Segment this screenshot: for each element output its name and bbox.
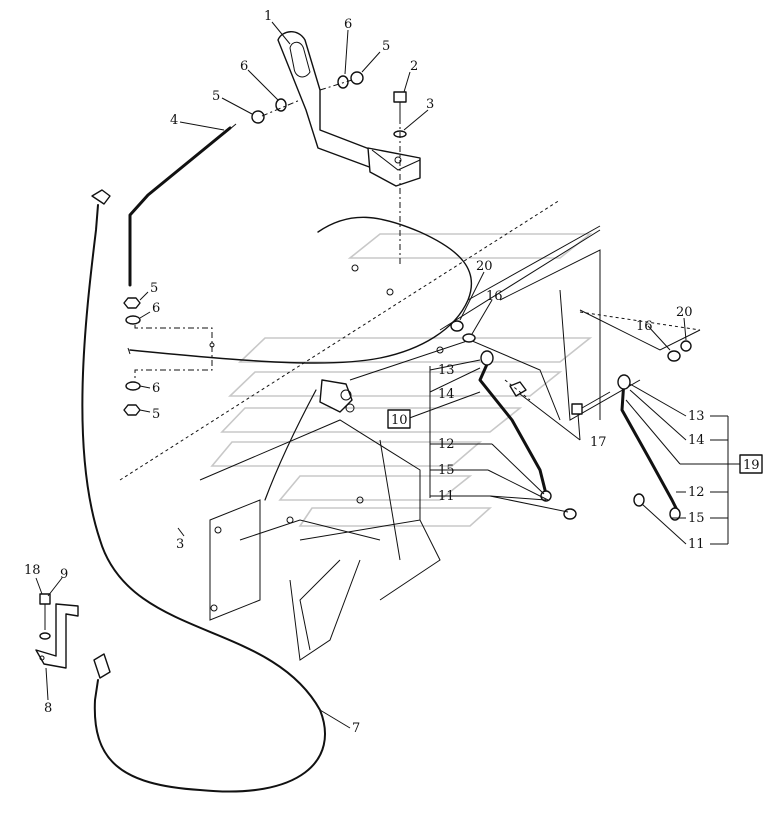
callout-8: 8 (44, 701, 52, 716)
callout-5-rod-bottom: 5 (152, 407, 160, 422)
callout-14-right: 14 (688, 433, 705, 448)
assembly-labels: 10 19 (387, 409, 763, 474)
callout-16-right: 16 (636, 319, 653, 334)
callout-6-top-right: 6 (344, 17, 352, 32)
callout-7: 7 (352, 721, 360, 736)
callout-6-rod-bottom: 6 (152, 381, 160, 396)
throttle-cable (81, 189, 355, 793)
callout-12-left: 12 (438, 437, 455, 452)
leader-lines (35, 21, 740, 729)
callout-3-lower: 3 (176, 537, 184, 552)
callout-3: 3 (426, 97, 434, 112)
assembly-10: 10 (391, 413, 408, 428)
callout-6-rod-top: 6 (152, 301, 160, 316)
callout-20-left: 20 (476, 259, 493, 274)
callout-1: 1 (264, 9, 272, 24)
callout-11-right: 11 (688, 537, 705, 552)
callout-14-left: 14 (438, 387, 455, 402)
callout-5-top-left: 5 (212, 89, 220, 104)
callout-13-right: 13 (688, 409, 705, 424)
callout-labels: 1 2 3 4 5 5 5 5 6 6 6 6 7 8 9 18 3 20 16… (24, 9, 705, 736)
callout-16-left: 16 (486, 289, 503, 304)
callout-20-right: 20 (676, 305, 693, 320)
callout-2: 2 (410, 59, 418, 74)
callout-15-right: 15 (688, 511, 705, 526)
callout-18: 18 (24, 563, 41, 578)
lever-bracket (277, 31, 421, 187)
control-rod (128, 123, 237, 287)
callout-5-top-right: 5 (382, 39, 390, 54)
callout-17: 17 (590, 435, 607, 450)
callout-12-right: 12 (688, 485, 705, 500)
callout-4: 4 (170, 113, 178, 128)
callout-11-left: 11 (438, 489, 455, 504)
callout-9: 9 (60, 567, 68, 582)
callout-6-top-left: 6 (240, 59, 248, 74)
upper-fasteners (251, 71, 364, 124)
callout-15-left: 15 (438, 463, 455, 478)
bolt-assembly (393, 91, 407, 266)
assembly-19: 19 (743, 458, 760, 473)
cable-bracket (35, 593, 79, 669)
callout-5-rod-top: 5 (150, 281, 158, 296)
callout-13-left: 13 (438, 363, 455, 378)
chassis-frame (119, 199, 701, 661)
link-assembly-right (617, 374, 681, 521)
lower-rod-fasteners (123, 297, 213, 416)
link-assembly-left (478, 350, 577, 520)
mid-fasteners (450, 320, 692, 415)
watermark-logo (210, 233, 593, 527)
